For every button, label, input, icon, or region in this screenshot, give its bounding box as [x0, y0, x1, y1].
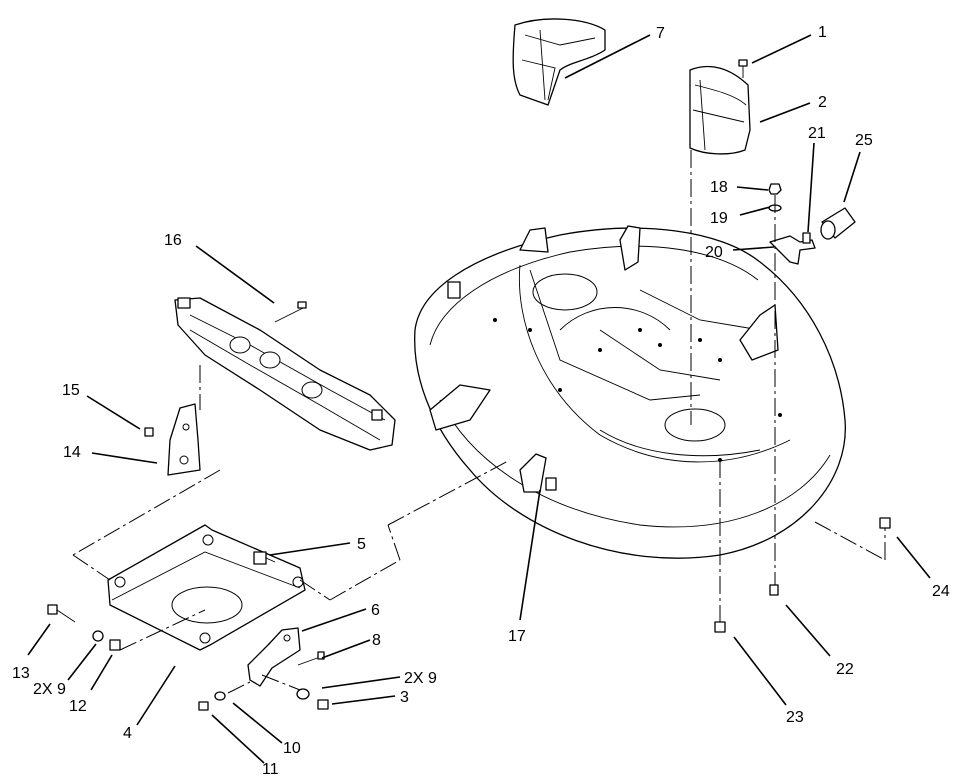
callout-12: 12	[69, 698, 87, 715]
knob-25	[820, 207, 856, 240]
callout-25: 25	[855, 132, 873, 149]
screw-1	[738, 59, 748, 78]
nut-24	[879, 517, 891, 529]
nut-12	[109, 639, 121, 651]
callout-24: 24	[932, 583, 950, 600]
bolt-13	[47, 604, 76, 623]
bolt-16	[274, 301, 307, 323]
callout-14: 14	[63, 444, 81, 461]
blade-housing-2	[689, 65, 751, 155]
callout-2: 2	[818, 94, 827, 111]
callout-18: 18	[710, 179, 728, 196]
nut-3	[317, 699, 329, 710]
washer-9-left	[92, 630, 104, 642]
callout-7: 7	[656, 25, 665, 42]
assembly-lines	[72, 150, 886, 694]
bolt-5	[253, 551, 276, 565]
callout-11: 11	[262, 761, 279, 778]
callout-21: 21	[808, 125, 826, 142]
callout-16: 16	[164, 232, 182, 249]
mower-deck	[414, 225, 846, 559]
callout-9a: 2X 9	[404, 670, 437, 687]
leader-lines	[27, 34, 931, 764]
callout-10: 10	[283, 740, 301, 757]
callout-3: 3	[400, 689, 409, 706]
callout-labels: 1 2 3 4 5 6 7 8 2X 9 2X 9 10 11 12 13 14…	[12, 24, 950, 778]
callout-5: 5	[357, 536, 366, 553]
callout-15: 15	[62, 382, 80, 399]
bolt-23	[714, 621, 726, 633]
washer-10	[214, 691, 226, 701]
callout-17: 17	[508, 628, 526, 645]
bracket-14	[167, 403, 201, 476]
callout-1: 1	[818, 24, 827, 41]
callout-9b: 2X 9	[33, 681, 66, 698]
callout-4: 4	[123, 725, 132, 742]
nut-18	[768, 183, 782, 195]
bolt-22	[769, 584, 779, 596]
callout-6: 6	[371, 602, 380, 619]
blade-housing-7	[512, 18, 606, 106]
callout-8: 8	[372, 632, 381, 649]
callout-13: 13	[12, 665, 30, 682]
bracket-6	[247, 627, 301, 687]
callout-22: 22	[836, 661, 854, 678]
callout-19: 19	[710, 210, 728, 227]
callout-20: 20	[705, 244, 723, 261]
spring-21	[802, 232, 811, 244]
callout-23: 23	[786, 709, 804, 726]
bolt-15	[144, 427, 154, 437]
nut-11	[198, 701, 209, 711]
washer-9-right	[296, 688, 310, 700]
mount-plate-4	[107, 524, 306, 651]
lift-arm-assembly	[174, 297, 396, 451]
pin-8	[297, 651, 325, 666]
